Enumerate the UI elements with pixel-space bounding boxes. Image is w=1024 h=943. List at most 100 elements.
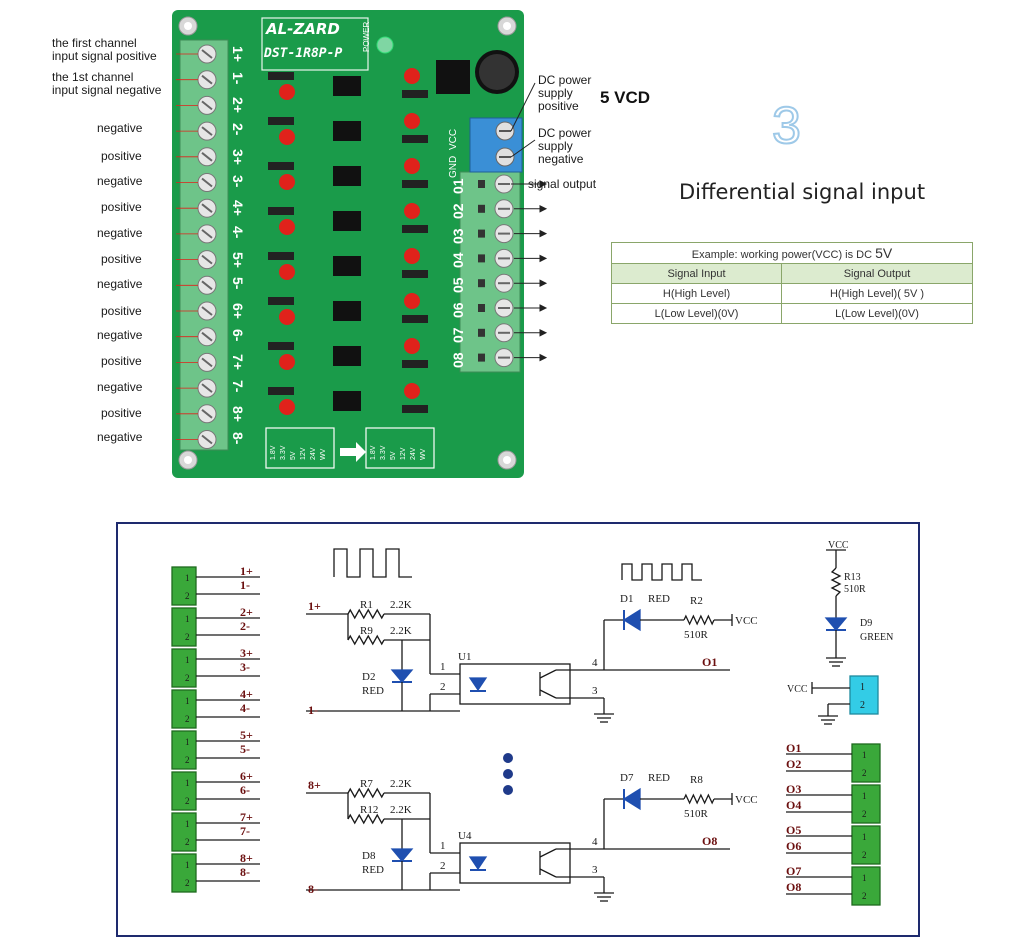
input-label-pos: 1+: [240, 564, 253, 578]
resistor-label: R2: [690, 595, 703, 607]
regulator-chip: [436, 60, 470, 94]
annotation-10: negative: [97, 328, 143, 342]
pin-number: 1: [185, 655, 190, 665]
output-led: [404, 113, 420, 129]
annotation-2: negative: [97, 121, 143, 135]
channel-input-neg: 8-: [308, 882, 318, 896]
optocoupler: [333, 391, 361, 411]
input-label-neg: 1-: [240, 578, 250, 592]
green-led-symbol: [824, 617, 848, 632]
output-connector: [851, 866, 881, 906]
pin-number: 1: [862, 791, 867, 801]
input-label-pos: 2+: [240, 605, 253, 619]
output-conn-label: O8: [786, 880, 801, 894]
input-label-neg: 6-: [240, 783, 250, 797]
channel-input-pos: 8+: [308, 778, 321, 792]
square-wave: [333, 548, 412, 578]
pin-number: 1: [185, 819, 190, 829]
resistor-value: 510R: [844, 584, 866, 595]
pin-number: 2: [185, 755, 190, 765]
annotation-4: negative: [97, 174, 143, 188]
led-label: D8: [362, 850, 376, 862]
input-label-neg: 7-: [240, 824, 250, 838]
opto-label: U1: [458, 651, 471, 663]
annotation-14: negative: [97, 430, 143, 444]
input-label-pos: 3+: [240, 646, 253, 660]
output-label: O8: [702, 834, 717, 848]
output-connector: [851, 825, 881, 865]
pin-number: 1: [185, 696, 190, 706]
input-led: [279, 174, 295, 190]
input-label-pos: 8+: [240, 851, 253, 865]
annotation-13: positive: [101, 406, 142, 420]
resistor-label: R9: [360, 625, 373, 637]
pin-number: 1: [862, 750, 867, 760]
pin-number: 2: [185, 591, 190, 601]
optocoupler: [333, 301, 361, 321]
output-led: [404, 383, 420, 399]
square-wave: [621, 563, 702, 581]
led-label: D7: [620, 772, 634, 784]
continuation-dot: [503, 753, 513, 763]
output-conn-label: O4: [786, 798, 801, 812]
pin-number: 1: [185, 737, 190, 747]
input-label-pos: 5+: [240, 728, 253, 742]
resistor: [683, 793, 715, 805]
input-led: [279, 129, 295, 145]
pin-number: 1: [185, 573, 190, 583]
channel-input-neg: 1-: [308, 703, 318, 717]
resistor-label: R13: [844, 572, 861, 583]
output-label: O1: [702, 655, 717, 669]
input-connector: [171, 730, 197, 770]
pin-number: 1: [860, 682, 865, 693]
input-connector: [171, 771, 197, 811]
led-label: D1: [620, 593, 633, 605]
pin-number: 2: [185, 632, 190, 642]
input-connector: [171, 689, 197, 729]
resistor: [347, 608, 385, 620]
opto-pin: 4: [592, 657, 598, 669]
pin-number: 1: [185, 614, 190, 624]
pin-number: 2: [862, 809, 867, 819]
pin-number: 2: [185, 837, 190, 847]
input-label-neg: 5-: [240, 742, 250, 756]
continuation-dot: [503, 785, 513, 795]
opto-pin: 1: [440, 661, 446, 673]
optocoupler: [333, 211, 361, 231]
pin-number: 2: [862, 768, 867, 778]
pin-number: 1: [185, 778, 190, 788]
led-color: GREEN: [860, 632, 893, 643]
pcb-board: [172, 10, 524, 478]
resistor-value: 510R: [684, 808, 709, 820]
opto-pin: 3: [592, 685, 598, 697]
input-label-neg: 8-: [240, 865, 250, 879]
board-illustration: [172, 10, 548, 478]
opto-label: U4: [458, 830, 472, 842]
pin-number: 2: [862, 891, 867, 901]
led-color: RED: [648, 772, 670, 784]
resistor-value: 2.2K: [390, 599, 412, 611]
input-led: [279, 399, 295, 415]
model-label: DST-1R8P-P: [264, 46, 343, 61]
output-connector: [851, 743, 881, 783]
pin-number: 2: [185, 714, 190, 724]
optocoupler-symbol: [459, 663, 571, 705]
output-led: [404, 68, 420, 84]
channel-input-pos: 1+: [308, 599, 321, 613]
red-led-symbol: [390, 848, 414, 863]
resistor: [347, 813, 385, 825]
schematic-frame: [116, 522, 920, 937]
resistor: [347, 787, 385, 799]
resistor-value: 2.2K: [390, 804, 412, 816]
input-label-neg: 3-: [240, 660, 250, 674]
input-connector: [171, 812, 197, 852]
power-connector: [849, 675, 879, 715]
input-label-pos: 7+: [240, 810, 253, 824]
pin-number: 1: [862, 832, 867, 842]
annotation-5: positive: [101, 200, 142, 214]
optocoupler: [333, 76, 361, 96]
input-connector: [171, 853, 197, 893]
vcc-label: VCC: [735, 794, 758, 806]
voltage-note: 5 VCD: [600, 88, 651, 107]
